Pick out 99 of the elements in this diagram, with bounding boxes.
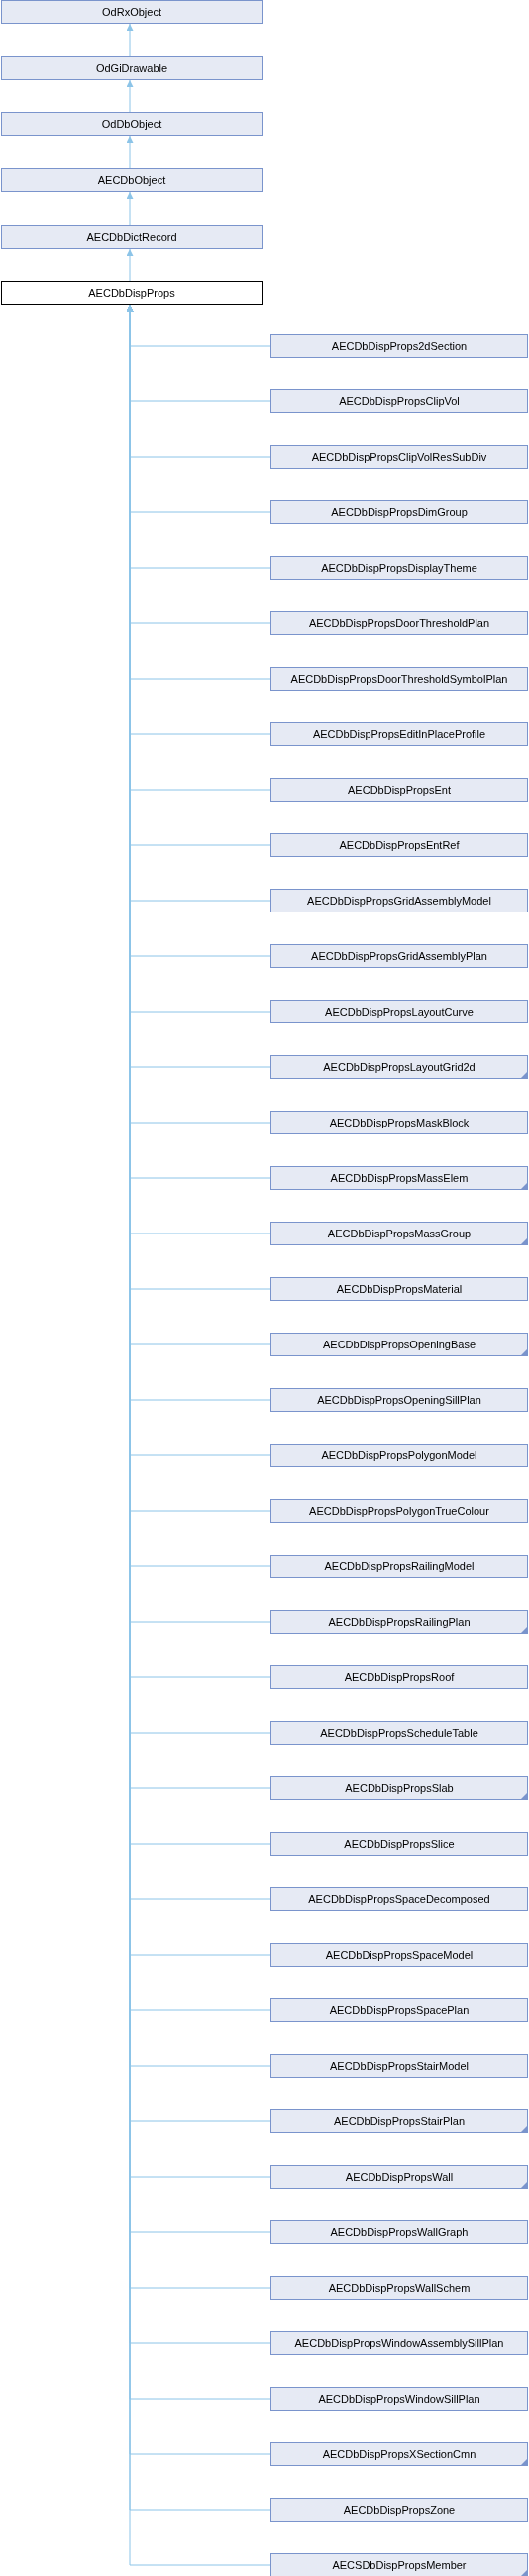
inheritance-arrow <box>126 23 134 57</box>
class-name: AECDbDispPropsDisplayTheme <box>321 562 477 574</box>
class-box <box>270 2165 528 2189</box>
class-name: AECDbDispPropsSpaceModel <box>325 1949 474 1961</box>
class-name: AECDbDispPropsMassElem <box>330 1172 469 1184</box>
class-name: AECDbDispPropsClipVolResSubDiv <box>311 451 487 463</box>
class-box <box>270 889 528 912</box>
inheritance-arrow <box>126 79 134 113</box>
class-name: AECDbDispPropsPolygonModel <box>321 1449 477 1461</box>
class-name: AECDbDispPropsLayoutGrid2d <box>323 1061 476 1073</box>
class-box <box>270 1222 528 1245</box>
class-box <box>270 722 528 746</box>
class-name: AECDbDispPropsWindowSillPlan <box>318 2393 480 2405</box>
class-name: AECDbDispPropsWindowAssemblySillPlan <box>294 2337 504 2349</box>
class-box <box>270 1166 528 1190</box>
class-box <box>270 944 528 968</box>
class-box <box>270 1887 528 1911</box>
class-name: AECDbDispProps <box>88 287 175 299</box>
inheritance-arrow <box>126 135 134 169</box>
class-name: AECDbDispPropsEntRef <box>339 839 460 851</box>
class-box <box>270 334 528 358</box>
class-name: AECSDbDispPropsMember <box>332 2559 467 2571</box>
class-box <box>270 1111 528 1134</box>
class-name: AECDbDispPropsEnt <box>348 784 451 796</box>
class-box <box>270 445 528 469</box>
class-name: AECDbDictRecord <box>86 231 177 243</box>
class-name: AECDbDispPropsRoof <box>344 1671 455 1683</box>
class-name: AECDbDispPropsMassGroup <box>327 1228 472 1239</box>
inheritance-arrow <box>126 248 134 282</box>
class-name: AECDbDispPropsSpacePlan <box>329 2004 470 2016</box>
class-box <box>270 1055 528 1079</box>
class-box <box>270 2442 528 2466</box>
class-name: AECDbDispPropsRailingModel <box>324 1560 475 1572</box>
class-box <box>270 1943 528 1967</box>
class-name: AECDbObject <box>97 174 166 186</box>
class-box <box>1 168 263 192</box>
class-box <box>270 1499 528 1523</box>
class-name: AECDbDispPropsSpaceDecomposed <box>308 1893 490 1905</box>
class-name: OdDbObject <box>101 118 162 130</box>
class-name: OdRxObject <box>102 6 161 18</box>
class-box <box>270 389 528 413</box>
class-box <box>270 2054 528 2078</box>
class-name: AECDbDispPropsGridAssemblyModel <box>307 895 491 907</box>
class-box <box>270 611 528 635</box>
class-name: AECDbDispPropsDimGroup <box>331 506 468 518</box>
class-name: OdGiDrawable <box>95 62 168 74</box>
class-name: AECDbDispPropsOpeningBase <box>322 1339 476 1350</box>
class-box <box>270 833 528 857</box>
class-name: AECDbDispPropsWallGraph <box>330 2226 469 2238</box>
class-name: AECDbDispPropsDoorThresholdPlan <box>308 617 490 629</box>
class-box <box>270 2109 528 2133</box>
inheritance-arrow <box>126 191 134 226</box>
class-name: AECDbDispPropsZone <box>343 2504 456 2516</box>
class-name: AECDbDispPropsLayoutCurve <box>325 1006 474 1018</box>
class-name: AECDbDispPropsStairModel <box>330 2060 469 2072</box>
class-box <box>1 281 263 305</box>
class-box <box>270 1555 528 1578</box>
class-box <box>270 2220 528 2244</box>
class-name: AECDbDispPropsGridAssemblyPlan <box>311 950 487 962</box>
class-name: AECDbDispPropsMaterial <box>336 1283 463 1295</box>
class-box <box>270 1832 528 1856</box>
class-box <box>1 0 263 24</box>
class-box <box>270 2498 528 2522</box>
class-box <box>1 112 263 136</box>
class-box <box>270 1277 528 1301</box>
class-name: AECDbDispPropsScheduleTable <box>320 1727 478 1739</box>
class-box <box>1 225 263 249</box>
class-box <box>270 1665 528 1689</box>
class-name: AECDbDispPropsXSectionCmn <box>322 2448 476 2460</box>
class-box <box>270 1444 528 1467</box>
class-name: AECDbDispPropsRailingPlan <box>328 1616 471 1628</box>
class-box <box>270 1000 528 1023</box>
class-name: AECDbDispProps2dSection <box>331 340 468 352</box>
class-box <box>1 56 263 80</box>
class-box <box>270 1610 528 1634</box>
class-box <box>270 2387 528 2411</box>
class-name: AECDbDispPropsOpeningSillPlan <box>317 1394 481 1406</box>
class-box <box>270 778 528 802</box>
class-box <box>270 556 528 580</box>
class-box <box>270 500 528 524</box>
class-box <box>270 1721 528 1745</box>
class-box <box>270 667 528 691</box>
class-name: AECDbDispPropsEditInPlaceProfile <box>312 728 486 740</box>
class-name: AECDbDispPropsSlab <box>345 1782 454 1794</box>
class-box <box>270 2276 528 2300</box>
class-box <box>270 2553 528 2576</box>
class-box <box>270 2331 528 2355</box>
class-box <box>270 1776 528 1800</box>
class-name: AECDbDispPropsPolygonTrueColour <box>309 1505 489 1517</box>
class-name: AECDbDispPropsWall <box>345 2171 454 2183</box>
class-name: AECDbDispPropsDoorThresholdSymbolPlan <box>290 673 508 685</box>
class-name: AECDbDispPropsMaskBlock <box>329 1117 470 1128</box>
class-name: AECDbDispPropsStairPlan <box>333 2115 466 2127</box>
class-name: AECDbDispPropsSlice <box>344 1838 455 1850</box>
class-name: AECDbDispPropsClipVol <box>339 395 460 407</box>
class-name: AECDbDispPropsWallSchem <box>328 2282 471 2294</box>
class-box <box>270 1333 528 1356</box>
class-box <box>270 1998 528 2022</box>
class-box <box>270 1388 528 1412</box>
